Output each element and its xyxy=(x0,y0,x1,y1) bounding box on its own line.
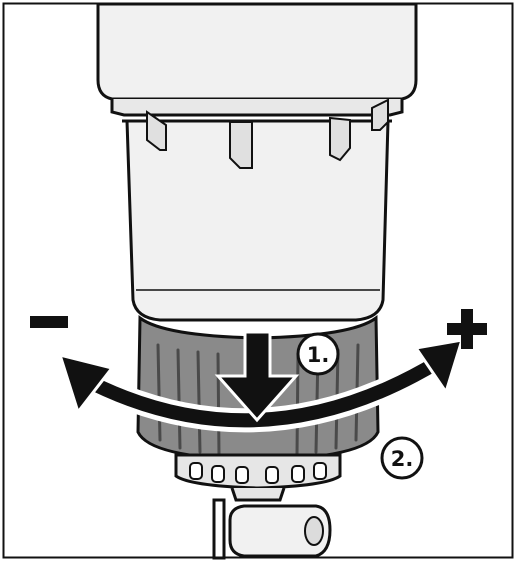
upper-housing xyxy=(96,2,418,123)
down-arrow-icon xyxy=(214,330,300,423)
plus-icon: + xyxy=(0,0,487,349)
plus-label: + xyxy=(0,0,1,1)
drain-valve xyxy=(174,453,342,560)
step-2-badge: 2. xyxy=(380,436,424,480)
step-1-badge: 1. xyxy=(296,332,340,376)
filter-bowl xyxy=(125,98,390,322)
minus-icon: – xyxy=(0,0,68,328)
step-2-label: 2. xyxy=(391,447,414,471)
minus-label: – xyxy=(0,0,1,1)
step-1-label: 1. xyxy=(307,343,330,367)
